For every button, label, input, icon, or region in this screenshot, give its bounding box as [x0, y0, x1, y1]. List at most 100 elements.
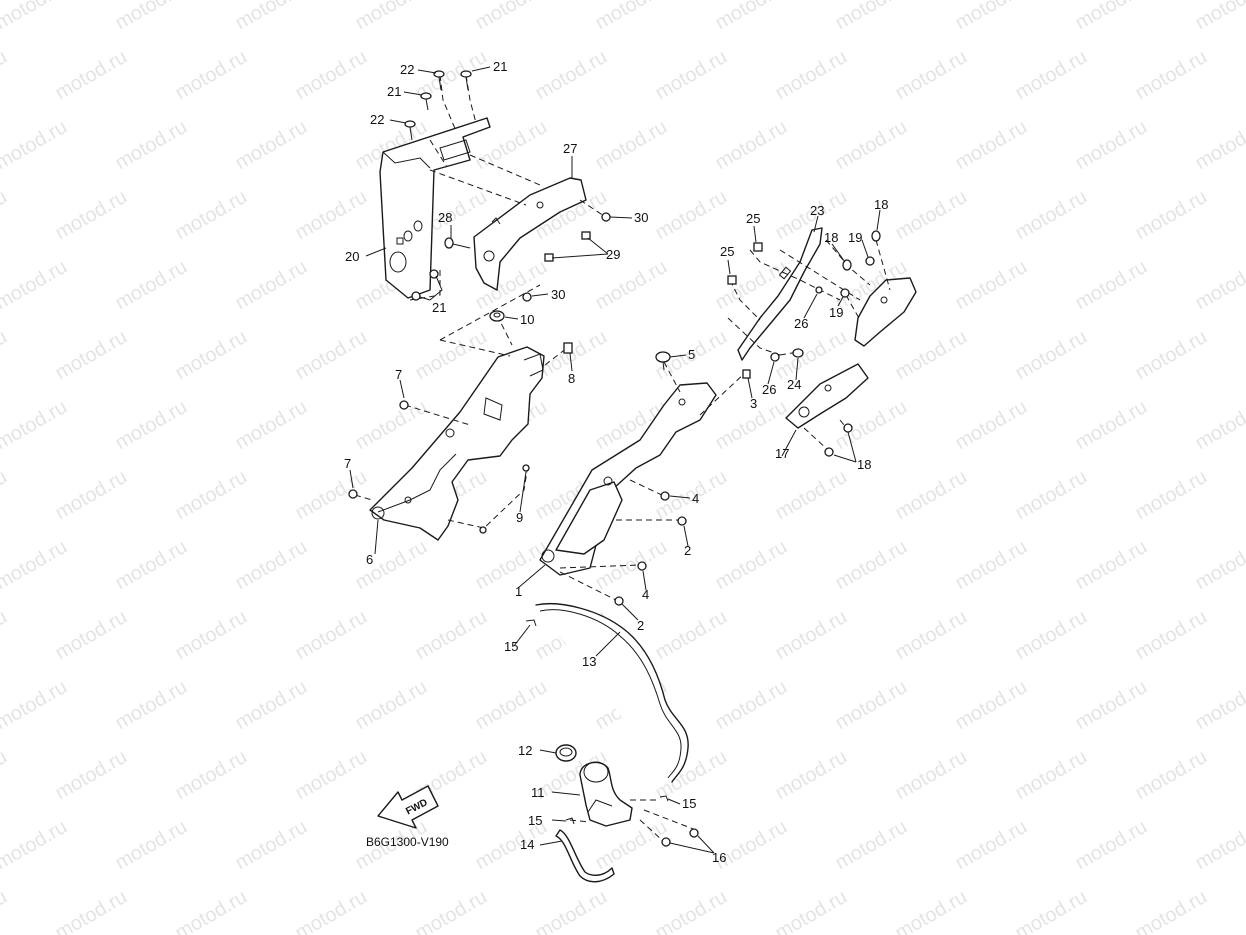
callout-22: 22 [400, 62, 414, 77]
watermark-text: motod.ru [1012, 326, 1091, 385]
callout-21: 21 [387, 84, 401, 99]
callout-2: 2 [684, 543, 691, 558]
watermark-text: motod.ru [1132, 606, 1211, 665]
watermark-text: motod.ru [472, 536, 551, 595]
fasteners [348, 70, 881, 847]
watermark-text: motod.ru [832, 536, 911, 595]
nut-icon [601, 212, 611, 222]
cap-part-12 [555, 744, 577, 762]
watermark-text: motod.ru [52, 466, 131, 525]
watermark-text: motod.ru [1072, 116, 1151, 175]
watermark-text: motod.ru [1072, 256, 1151, 315]
watermark-text: motod.ru [1012, 46, 1091, 105]
watermark-text: motod.ru [292, 186, 371, 245]
watermark-text: motod.ru [892, 46, 971, 105]
watermark-text: motod.ru [52, 326, 131, 385]
bolt-icon [661, 837, 671, 847]
watermark-text: motod.ru [1012, 886, 1091, 935]
watermark-text: motod.ru [592, 256, 671, 315]
watermark-text: motod.ru [772, 606, 851, 665]
watermark-text: motod.ru [1192, 256, 1246, 315]
watermark-text: motod.ru [1132, 746, 1211, 805]
watermark-text: motod.ru [892, 326, 971, 385]
watermark-text: motod.ru [172, 46, 251, 105]
watermark-text: motod.ru [1072, 396, 1151, 455]
watermark-text: motod.ru [172, 326, 251, 385]
nut-icon [815, 286, 823, 294]
watermark-text: motod.ru [112, 816, 191, 875]
watermark-text: motod.ru [292, 46, 371, 105]
watermark-text: motod.ru [892, 466, 971, 525]
watermark-text: motod.ru [0, 396, 71, 455]
watermark-text: motod.ru [52, 606, 131, 665]
clip-icon [742, 369, 751, 379]
watermark-text: motod.ru [0, 816, 71, 875]
watermark-text: motod.ru [232, 256, 311, 315]
watermark-text: motod.ru [52, 886, 131, 935]
callout-30: 30 [551, 287, 565, 302]
bolt-icon [399, 400, 409, 410]
callout-19: 19 [829, 305, 843, 320]
watermark-text: motod.ru [0, 326, 11, 385]
callout-10: 10 [520, 312, 534, 327]
watermark-text: motod.ru [652, 886, 731, 935]
watermark-text: motod.ru [952, 0, 1031, 34]
watermark-text: motod.ru [0, 256, 71, 315]
bolt-icon [404, 120, 416, 141]
clip-icon [565, 817, 575, 825]
watermark-text: motod.ru [0, 46, 11, 105]
clip-icon [525, 619, 537, 627]
watermark-text: motod.ru [292, 606, 371, 665]
watermark-text: motod.ru [172, 746, 251, 805]
watermark-text: motod.ru [652, 186, 731, 245]
watermark-text: motod.ru [892, 886, 971, 935]
watermark-text: motod.ru [772, 886, 851, 935]
watermark-text: motod.ru [232, 676, 311, 735]
leader-lines [349, 66, 881, 854]
watermark-text: motod.ru [52, 186, 131, 245]
watermark-text: motod.ru [0, 746, 11, 805]
bolt-icon [865, 256, 875, 266]
clip-icon [659, 795, 669, 802]
forward-arrow-icon: FWD [377, 785, 439, 829]
clip-icon [563, 342, 573, 354]
watermark-text: motod.ru [52, 46, 131, 105]
watermark-text: motod.ru [712, 116, 791, 175]
callout-25: 25 [746, 211, 760, 226]
watermark-text: motod.ru [772, 46, 851, 105]
watermark-text: motod.ru [412, 886, 491, 935]
watermark-text: motod.ru [1012, 466, 1091, 525]
watermark-text: motod.ru [592, 116, 671, 175]
side-cover-part-6 [369, 346, 545, 541]
watermark-text: motod.ru [1012, 746, 1091, 805]
bolt-icon [840, 288, 850, 298]
nut-icon [411, 291, 421, 301]
watermark-text: motod.ru [832, 816, 911, 875]
bolt-icon [689, 828, 699, 838]
watermark-text: motod.ru [172, 186, 251, 245]
watermark-text: motod.ru [112, 536, 191, 595]
watermark-text: motod.ru [112, 396, 191, 455]
watermark-text: motod.ru [112, 0, 191, 34]
watermark-text: motod.ru [232, 536, 311, 595]
watermark-text: motod.ru [772, 466, 851, 525]
nut-icon [660, 491, 670, 501]
watermark-text: motod.ru [292, 326, 371, 385]
callout-20: 20 [345, 249, 359, 264]
watermark-text: motod.ru [532, 886, 611, 935]
nut-icon [522, 464, 530, 472]
bolt-icon [842, 259, 852, 271]
bolt-icon [460, 70, 472, 91]
callout-9: 9 [516, 510, 523, 525]
watermark-text: motod.ru [0, 606, 11, 665]
callout-15: 15 [528, 813, 542, 828]
watermark-text: motod.ru [532, 46, 611, 105]
watermark-text: motod.ru [832, 396, 911, 455]
clip-icon [727, 275, 737, 285]
callout-21: 21 [493, 59, 507, 74]
watermark-text: motod.ru [892, 606, 971, 665]
callout-21: 21 [432, 300, 446, 315]
watermark-text: motod.ru [952, 816, 1031, 875]
